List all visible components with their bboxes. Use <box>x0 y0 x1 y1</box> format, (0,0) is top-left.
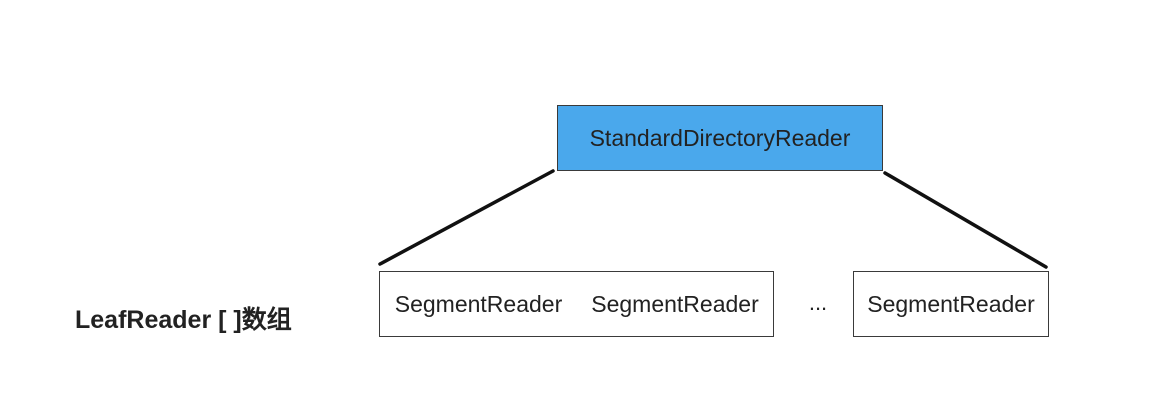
left-connector-line <box>378 169 555 266</box>
segment-reader-label: SegmentReader <box>591 290 759 317</box>
right-connector-line <box>883 171 1048 269</box>
segment-reader-label: SegmentReader <box>394 290 563 317</box>
ellipsis-text: ... <box>808 290 828 315</box>
segment-reader-box: SegmentReader <box>379 271 578 337</box>
standard-directory-reader-node: StandardDirectoryReader <box>557 105 883 171</box>
segment-reader-box: SegmentReader <box>577 271 774 337</box>
segment-reader-box: SegmentReader <box>853 271 1049 337</box>
root-node-label: StandardDirectoryReader <box>589 124 851 151</box>
leafreader-array-label: LeafReader [ ]数组 <box>75 306 292 334</box>
segment-reader-label: SegmentReader <box>867 290 1035 317</box>
